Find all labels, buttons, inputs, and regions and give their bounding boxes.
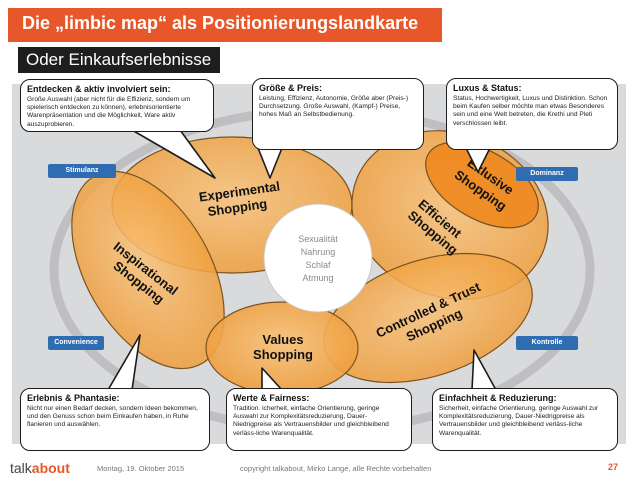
callout-groesse: Größe & Preis: Leistung, Effizienz, Auto… [252,78,424,150]
center-label-3: Schlaf [305,260,331,270]
logo-suffix: about [31,460,70,476]
callout-werte-text: Tradition. icherheit, einfache Orientier… [233,405,389,437]
callout-erlebnis-title: Erlebnis & Phantasie: [27,393,120,403]
center-label-2: Nahrung [301,247,336,257]
center-label-1: Sexualität [298,234,338,244]
tag-convenience: Convenience [48,336,104,350]
callout-entdecken: Entdecken & aktiv involviert sein: Große… [20,79,214,132]
subtitle-bar: Oder Einkaufserlebnisse [18,47,220,73]
segment-exlusive [425,141,539,229]
segment-label-values-2: Shopping [253,347,313,362]
callout-luxus: Luxus & Status: Status, Hochwertigkeit, … [446,78,618,150]
footer-copyright: copyright talkabout, Mirko Lange, alle R… [240,464,432,473]
tag-stimulanz: Stimulanz [48,164,116,178]
logo-prefix: talk [10,460,32,476]
callout-luxus-title: Luxus & Status: [453,83,522,93]
callout-entdecken-title: Entdecken & aktiv involviert sein: [27,84,171,94]
callout-erlebnis: Erlebnis & Phantasie: Nicht nur einen Be… [20,388,210,451]
page-title: Die „limbic map“ als Positionierungsland… [22,13,419,33]
callout-werte: Werte & Fairness: Tradition. icherheit, … [226,388,412,451]
callout-werte-title: Werte & Fairness: [233,393,310,403]
center-label-4: Atmung [302,273,333,283]
callout-luxus-text: Status, Hochwertigkeit, Luxus und Distin… [453,95,608,127]
callout-einfachheit-title: Einfachheit & Reduzierung: [439,393,557,403]
page-number: 27 [608,462,619,472]
tag-dominanz: Dominanz [516,167,578,181]
callout-einfachheit: Einfachheit & Reduzierung: Sicherheit, e… [432,388,618,451]
tag-kontrolle: Kontrolle [516,336,578,350]
title-bar: Die „limbic map“ als Positionierungsland… [8,8,442,42]
center-circle [263,203,373,313]
callout-groesse-title: Größe & Preis: [259,83,323,93]
callout-erlebnis-text: Nicht nur einen Bedarf decken, sondern I… [27,405,198,429]
segment-label-values-1: Values [262,332,303,347]
callout-groesse-text: Leistung, Effizienz, Autonomie, Größe ab… [259,95,409,119]
callout-einfachheit-text: Sicherheit, einfache Orientierung, gerin… [439,405,599,437]
callout-entdecken-text: Große Auswahl (aber nicht für die Effizi… [27,96,191,128]
footer-date: Montag, 19. Oktober 2015 [97,464,185,473]
page-subtitle: Oder Einkaufserlebnisse [26,50,212,69]
talkabout-logo: talkabout [10,460,70,476]
callout-tails [107,129,497,391]
